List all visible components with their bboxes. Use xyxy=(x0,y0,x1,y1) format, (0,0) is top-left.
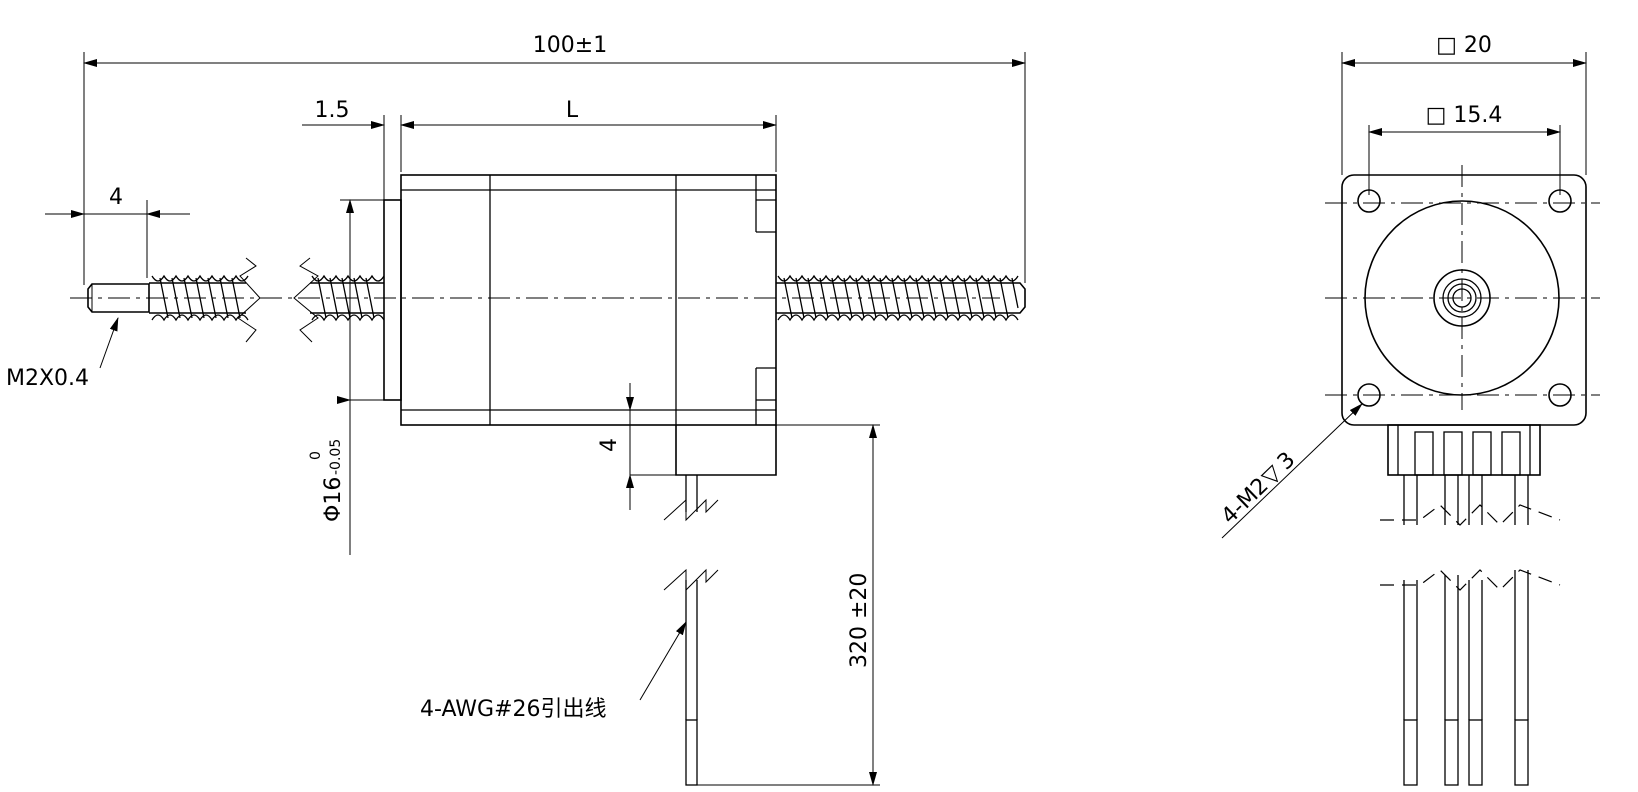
pilot-flange: Φ16 0 -0.05 xyxy=(308,199,402,555)
lead-spec-label: 4-AWG#26引出线 xyxy=(420,697,607,722)
lead-length-dimension: 320 ±20 xyxy=(697,424,880,786)
flange-and-body-dimensions: 1.5 L xyxy=(302,98,777,200)
hole-spacing-dimension: □ 15.4 xyxy=(1368,103,1561,195)
right-shaft xyxy=(776,274,1026,322)
lead-connector xyxy=(1387,424,1541,476)
pilot-tol-lower: -0.05 xyxy=(328,439,344,475)
pilot-tol-upper: 0 xyxy=(308,451,324,460)
overall-length-label: 100±1 xyxy=(533,33,607,58)
left-shaft-end xyxy=(87,257,319,343)
pilot-diameter-label: Φ16 xyxy=(321,477,346,522)
lead-wire xyxy=(663,475,719,786)
inner-shaft xyxy=(310,274,385,322)
pilot-circle xyxy=(1364,200,1560,396)
thread-spec-callout: M2X0.4 xyxy=(6,317,119,391)
mount-hole-tl xyxy=(1357,189,1381,213)
lead-offset-label: 4 xyxy=(597,438,622,452)
hole-spacing-label: □ 15.4 xyxy=(1426,103,1503,128)
thread-length-dimension: 4 xyxy=(45,185,190,285)
side-view: 100±1 1.5 L 4 xyxy=(6,33,1026,786)
thread-length-label: 4 xyxy=(109,185,123,210)
outer-square-label: □ 20 xyxy=(1436,33,1492,58)
square-flange xyxy=(1341,174,1587,426)
lead-offset-dimension: 4 xyxy=(597,383,676,510)
mount-hole-br xyxy=(1548,383,1572,407)
lead-length-label: 320 ±20 xyxy=(847,573,872,668)
mount-hole-bl xyxy=(1357,383,1381,407)
overall-length-dimension: 100±1 xyxy=(83,33,1026,283)
front-lead-wires xyxy=(1380,475,1561,786)
lead-spec-callout: 4-AWG#26引出线 xyxy=(420,621,687,722)
motor-body xyxy=(400,174,777,476)
mount-hole-callout: 4-M2 ▽ 3 xyxy=(1217,403,1363,539)
outer-square-dimension: □ 20 xyxy=(1341,33,1587,175)
mount-hole-tr xyxy=(1548,189,1572,213)
flange-thickness-label: 1.5 xyxy=(315,98,350,123)
thread-spec-label: M2X0.4 xyxy=(6,366,89,391)
front-view: □ 20 □ 15.4 xyxy=(1217,33,1600,786)
body-length-label: L xyxy=(566,98,579,123)
shaft-end xyxy=(1433,269,1491,327)
